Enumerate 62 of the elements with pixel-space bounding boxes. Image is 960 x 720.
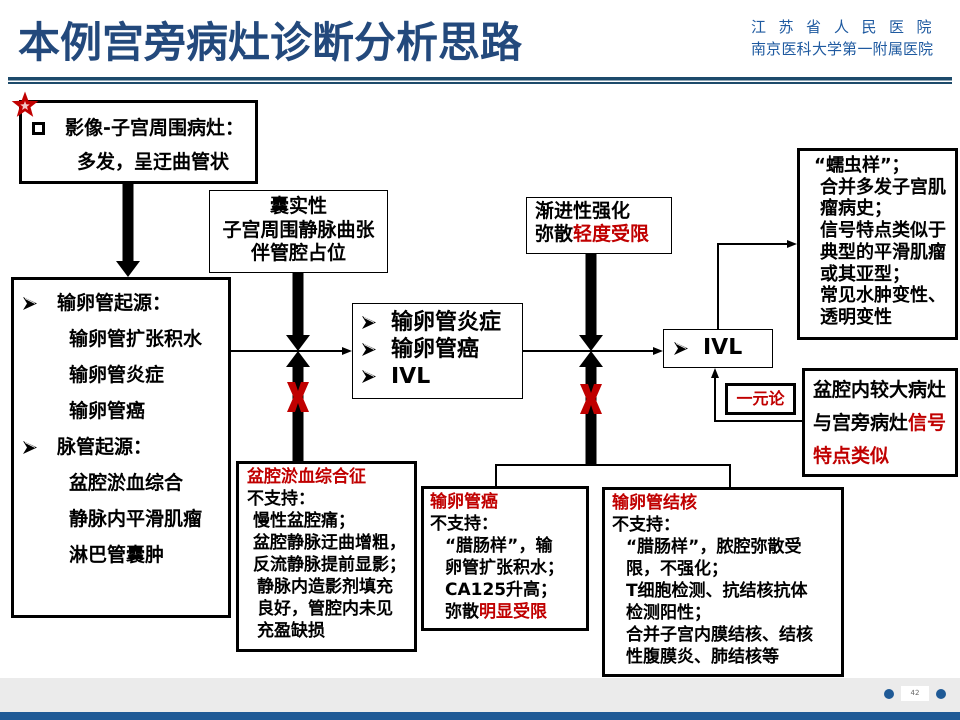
- bracket-line: [591, 464, 731, 487]
- list-item: 输卵管炎症: [391, 309, 501, 336]
- arrow: [579, 351, 603, 465]
- list-item: 盆腔淤血综合: [69, 471, 183, 496]
- note-text: 不支持：: [612, 514, 680, 536]
- info-box: [236, 461, 417, 652]
- note-text: 静脉内造影剂填充良好，管腔内未见充盈缺损: [257, 576, 394, 642]
- list-item: 静脉内平滑肌瘤: [69, 507, 202, 532]
- note-text: CA125升高；: [445, 579, 558, 601]
- bracket-line: [495, 464, 591, 486]
- note-text: T细胞检测、抗结核抗体检测阳性；: [626, 580, 809, 624]
- hospital-name: 南京医科大学第一附属医院: [751, 39, 934, 58]
- note-text: 多发，呈迂曲管状: [77, 150, 229, 175]
- note-text: 盆腔内较大病灶与宫旁病灶信号特点类似: [813, 378, 947, 469]
- note-text: “蠕虫样”；: [814, 155, 910, 177]
- note-text: 合并多发子宫肌瘤病史；: [820, 176, 947, 220]
- list-item: 输卵管癌: [69, 399, 145, 424]
- list-item: 输卵管扩张积水: [69, 327, 202, 352]
- list-item: 输卵管炎症: [69, 363, 164, 388]
- note-text: 弥散明显受限: [445, 601, 547, 623]
- note-text: 盆腔静脉迂曲增粗，反流静脉提前显影；: [253, 532, 407, 576]
- heading-text: 输卵管结核: [612, 492, 697, 514]
- note-text: 子宫周围静脉曲张伴管腔占位: [222, 218, 376, 266]
- note-text: 常见水肿变性、透明变性: [820, 285, 947, 329]
- note-text: 一元论: [736, 388, 784, 410]
- note-text: 不支持：: [247, 488, 315, 510]
- info-box: [19, 100, 258, 184]
- info-box: [797, 148, 958, 340]
- list-item: IVL: [703, 334, 742, 362]
- note-text: 慢性盆腔痛；: [253, 510, 355, 532]
- info-box: [526, 197, 672, 254]
- note-text: 渐进性强化: [535, 200, 630, 223]
- note-text: “腊肠样”，脓腔弥散受限，不强化；: [626, 536, 802, 580]
- arrow: [591, 347, 663, 355]
- slide-title: 本例宫旁病灶诊断分析思路: [18, 18, 522, 68]
- list-item: 脉管起源：: [57, 435, 152, 460]
- arrow: [579, 254, 603, 351]
- info-box: [352, 303, 523, 399]
- note-text: 弥散轻度受限: [535, 223, 649, 246]
- note-text: 信号特点类似于典型的平滑肌瘤或其亚型；: [820, 220, 947, 285]
- info-box: [11, 277, 231, 618]
- list-item: 输卵管癌: [391, 336, 479, 363]
- arrow: [717, 240, 797, 329]
- list-item: 输卵管起源：: [57, 291, 171, 316]
- arrow: [711, 368, 802, 422]
- note-text: 合并子宫内膜结核、结核性腹膜炎、肺结核等: [626, 624, 814, 668]
- heading-text: 输卵管癌: [430, 491, 498, 513]
- note-text: 囊实性: [270, 195, 327, 218]
- info-box: [663, 329, 773, 368]
- label-box: [725, 383, 796, 415]
- note-text: 影像-子宫周围病灶：: [65, 116, 244, 141]
- info-box: [421, 486, 589, 631]
- arrow: [286, 351, 310, 461]
- note-text: “腊肠样”，输卵管扩张积水；: [445, 535, 565, 579]
- hospital-name: 江苏省人民医院: [751, 17, 944, 36]
- info-box: [602, 487, 844, 677]
- info-box: [209, 190, 388, 273]
- heading-text: 盆腔淤血综合征: [247, 466, 366, 488]
- note-text: 不支持：: [430, 513, 498, 535]
- list-item: 淋巴管囊肿: [69, 543, 164, 568]
- list-item: IVL: [391, 363, 430, 390]
- info-box: [802, 368, 958, 477]
